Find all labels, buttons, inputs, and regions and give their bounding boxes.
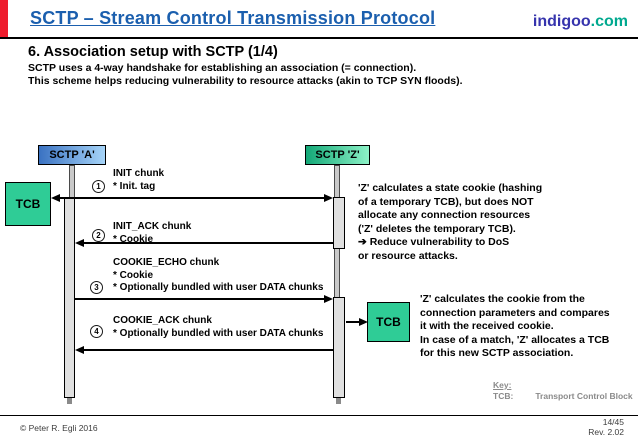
intro-line: This scheme helps reducing vulnerability… <box>28 75 463 87</box>
page-number: 14/45 <box>602 417 624 427</box>
note-cookie-match: 'Z' calculates the cookie from the conne… <box>420 293 610 359</box>
key-title: Key: <box>493 380 512 390</box>
step-number-1: 1 <box>92 180 105 193</box>
step-number-3: 3 <box>90 281 103 294</box>
step-label-cookie-echo: COOKIE_ECHO chunk * Cookie * Optionally … <box>113 257 324 293</box>
key-term: TCB: <box>493 391 514 401</box>
footer-divider <box>0 415 638 416</box>
activation-bar-a <box>64 197 75 398</box>
lifeline-end-z <box>336 398 341 404</box>
indigoo-logo: indigoo.com <box>533 13 628 31</box>
arrow-init-line <box>56 197 328 199</box>
arrowhead-left-init-ack-icon <box>75 239 84 247</box>
arrowhead-left-to-tcb-icon <box>51 194 60 202</box>
activation-bar-z2 <box>333 297 345 398</box>
key-definition: Transport Control Block <box>535 391 633 401</box>
page-title: SCTP – Stream Control Transmission Proto… <box>30 8 436 28</box>
logo-tld: .com <box>590 13 628 30</box>
intro-line: SCTP uses a 4-way handshake for establis… <box>28 62 417 74</box>
arrow-cookie-ack-line <box>80 349 333 351</box>
key-block: Key: TCB: Transport Control Block <box>493 380 633 401</box>
step-number-2: 2 <box>92 229 105 242</box>
tcb-box-right: TCB <box>367 302 410 342</box>
copyright-text: © Peter R. Egli 2016 <box>20 423 98 433</box>
endpoint-box-sctp-a: SCTP 'A' <box>38 145 106 165</box>
step-number-4: 4 <box>90 325 103 338</box>
arrowhead-right-init-icon <box>324 194 333 202</box>
red-accent-bar <box>0 0 8 37</box>
step-label-init: INIT chunk * Init. tag <box>113 168 165 192</box>
step-label-cookie-ack: COOKIE_ACK chunk * Optionally bundled wi… <box>113 315 324 339</box>
arrow-cookie-echo-line <box>75 298 328 300</box>
arrowhead-right-cookie-echo-icon <box>324 295 333 303</box>
page-info: 14/45 Rev. 2.02 <box>588 417 624 437</box>
endpoint-box-sctp-z: SCTP 'Z' <box>305 145 370 165</box>
section-title: 6. Association setup with SCTP (1/4) <box>28 44 278 60</box>
step-label-init-ack: INIT_ACK chunk * Cookie <box>113 221 192 245</box>
note-state-cookie: 'Z' calculates a state cookie (hashing o… <box>358 182 543 262</box>
arrow-allocate-tcb-line <box>346 321 363 323</box>
logo-name: indigoo <box>532 13 591 30</box>
lifeline-a <box>69 165 75 201</box>
activation-bar-z1 <box>333 197 345 249</box>
header-divider <box>0 37 638 39</box>
arrowhead-left-cookie-ack-icon <box>75 346 84 354</box>
lifeline-end-a <box>67 398 72 404</box>
arrow-init-ack-line <box>80 242 333 244</box>
arrowhead-right-to-tcb-icon <box>359 318 368 326</box>
tcb-box-left: TCB <box>5 182 51 226</box>
revision-number: Rev. 2.02 <box>588 427 624 437</box>
key-row: TCB: Transport Control Block <box>493 391 633 401</box>
